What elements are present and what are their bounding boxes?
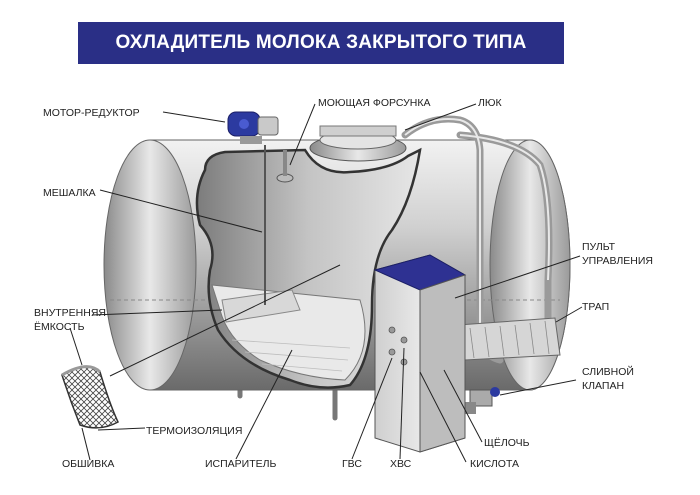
title-bar: ОХЛАДИТЕЛЬ МОЛОКА ЗАКРЫТОГО ТИПА: [78, 22, 564, 64]
label-ladder: ТРАП: [582, 301, 609, 313]
label-drain-1: СЛИВНОЙ: [582, 365, 634, 378]
ladder-icon: [457, 317, 561, 361]
label-casing: ОБШИВКА: [62, 458, 114, 470]
label-insulation: ТЕРМОИЗОЛЯЦИЯ: [146, 425, 242, 437]
label-hot-water: ГВС: [342, 458, 362, 470]
page-title: ОХЛАДИТЕЛЬ МОЛОКА ЗАКРЫТОГО ТИПА: [115, 32, 527, 53]
label-nozzle: МОЮЩАЯ ФОРСУНКА: [318, 97, 431, 109]
label-drain-2: КЛАПАН: [582, 380, 624, 392]
label-inner-2: ЁМКОСТЬ: [34, 321, 85, 333]
insulation-sample: [61, 365, 119, 429]
drain-valve-icon: [462, 387, 500, 414]
label-hatch: ЛЮК: [478, 97, 502, 109]
nozzle-icon: [276, 150, 294, 183]
label-agitator: МЕШАЛКА: [43, 187, 96, 199]
label-inner-1: ВНУТРЕННЯЯ: [34, 307, 106, 319]
label-control-1: ПУЛЬТ: [582, 241, 616, 253]
label-evaporator: ИСПАРИТЕЛЬ: [205, 458, 277, 470]
label-alkali: ЩЁЛОЧЬ: [484, 437, 530, 449]
label-motor: МОТОР-РЕДУКТОР: [43, 107, 140, 119]
label-control-2: УПРАВЛЕНИЯ: [582, 255, 653, 267]
hatch-icon: [309, 125, 407, 162]
labels: МОТОР-РЕДУКТОР МОЮЩАЯ ФОРСУНКА ЛЮК МЕШАЛ…: [34, 97, 653, 470]
leader-lines: [69, 103, 583, 463]
motor-icon: [227, 111, 279, 144]
label-acid: КИСЛОТА: [470, 458, 519, 470]
control-panel: [373, 254, 467, 453]
label-cold-water: ХВС: [390, 458, 412, 470]
